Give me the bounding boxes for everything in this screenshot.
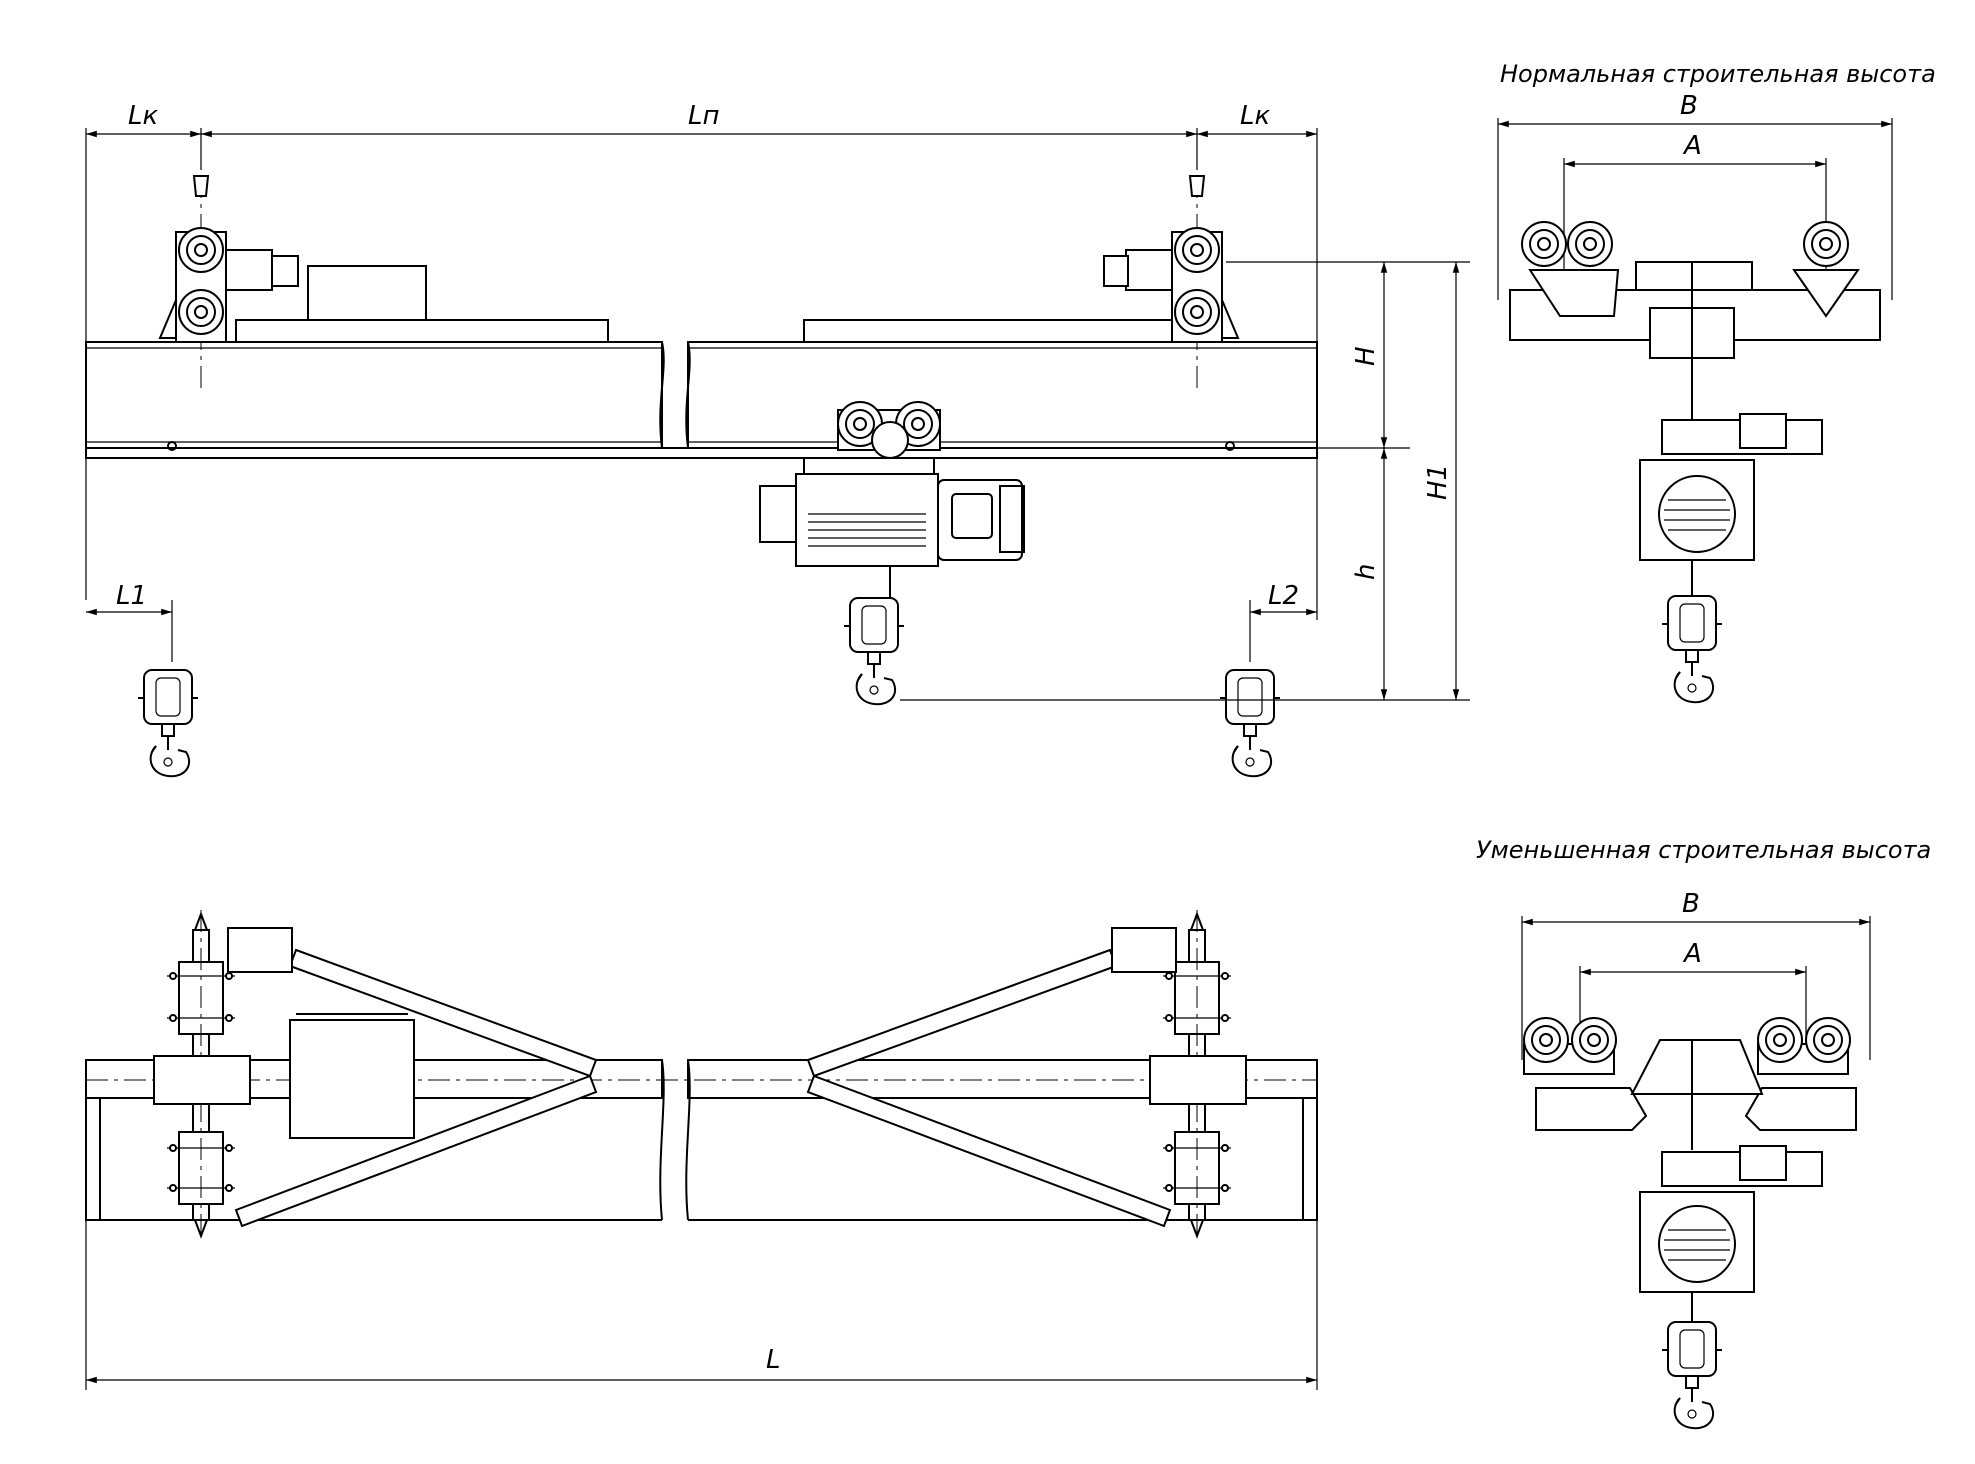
left-end-carriage [158, 175, 299, 451]
front-view [85, 128, 1470, 778]
dim-a-reduced: A [1682, 939, 1702, 969]
dim-lk-left: Lк [128, 101, 158, 131]
hoist-trolley [759, 401, 1025, 600]
right-end-carriage [1103, 175, 1240, 451]
top-view [85, 909, 1318, 1390]
hook-right [1219, 669, 1281, 778]
dim-h-cap: H [1351, 346, 1381, 366]
dim-l2: L2 [1268, 581, 1299, 611]
dim-l-total: L [766, 1345, 781, 1375]
dim-b-reduced: B [1682, 889, 1700, 919]
side-view-normal [1497, 118, 1893, 704]
dim-a-normal: A [1682, 131, 1702, 161]
hook-center [843, 597, 905, 706]
dim-l1: L1 [116, 581, 147, 611]
dim-h-small: h [1351, 564, 1381, 580]
dim-ln: Lп [688, 101, 719, 131]
dim-lk-right: Lк [1240, 101, 1270, 131]
dim-b-normal: B [1680, 91, 1698, 121]
hook-left [137, 669, 199, 778]
dim-h1: H1 [1423, 464, 1453, 500]
caption-normal-height: Нормальная строительная высота [1500, 60, 1936, 88]
caption-reduced-height: Уменьшенная строительная высота [1476, 836, 1931, 864]
side-view-reduced [1521, 916, 1871, 1430]
